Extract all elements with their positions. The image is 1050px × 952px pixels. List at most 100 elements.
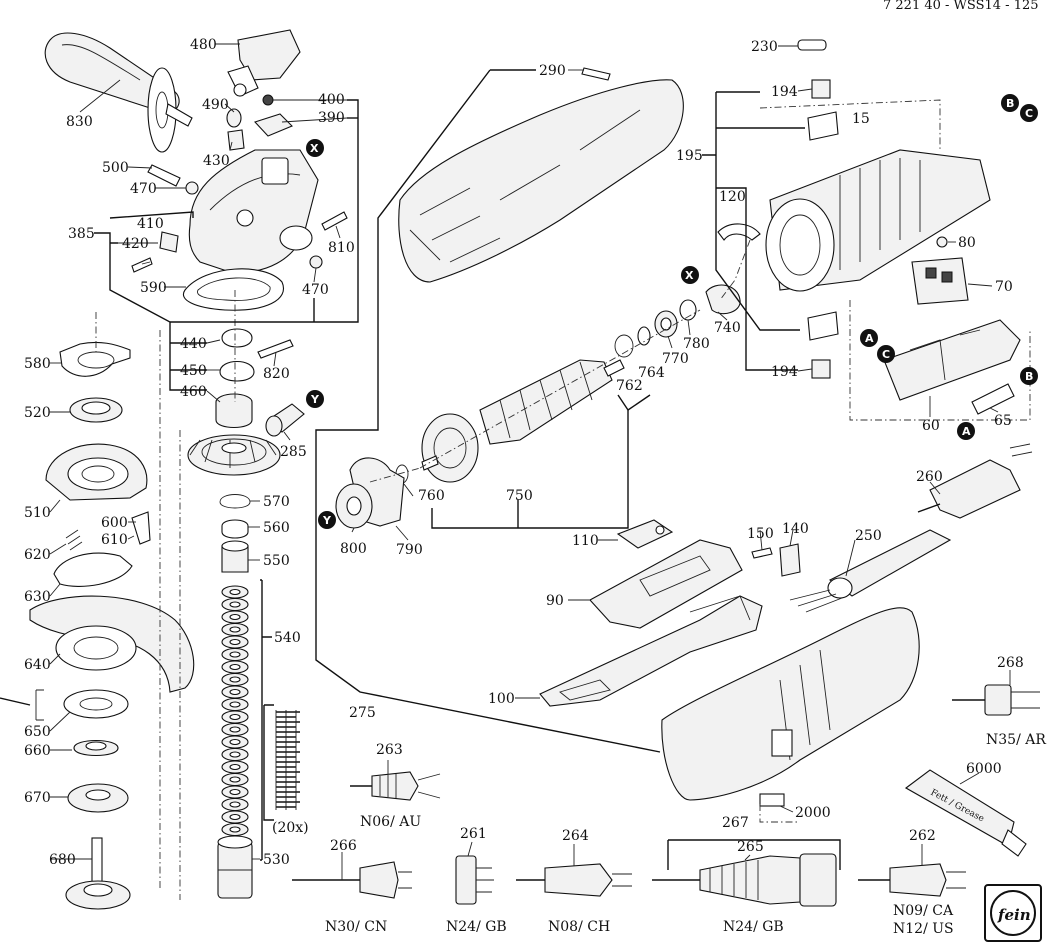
- part-90-cover: [589, 539, 743, 629]
- part-450: [219, 360, 255, 382]
- cable-stub: [0, 697, 31, 706]
- fein-logo: fein: [984, 884, 1042, 942]
- marker-c-1: C: [1020, 104, 1038, 122]
- fein-logo-text: fein: [997, 906, 1031, 924]
- disc-spring-hole: [229, 713, 241, 721]
- part-580: [59, 341, 131, 377]
- label-80: 80: [958, 235, 976, 251]
- part-110: [616, 519, 674, 549]
- label-500: 500: [102, 160, 129, 176]
- label-120: 120: [719, 189, 746, 205]
- part-440: [221, 328, 253, 348]
- part-610: [131, 511, 151, 545]
- segment-block-20x: [275, 710, 300, 810]
- disc-spring-hole: [229, 638, 241, 646]
- part-60-carrier: [883, 319, 1021, 401]
- disc-spring-hole: [229, 813, 241, 821]
- label-65: 65: [994, 413, 1012, 429]
- part-820: [257, 339, 294, 359]
- part-764: [637, 326, 651, 346]
- label-268: 268: [997, 655, 1024, 671]
- marker-c-2: C: [877, 345, 895, 363]
- part-520-bearing: [69, 397, 123, 423]
- label-70: 70: [995, 279, 1013, 295]
- plug-268: [952, 684, 1040, 716]
- label-260: 260: [916, 469, 943, 485]
- part-640-guard: [29, 595, 195, 693]
- centerline-left: [95, 312, 161, 890]
- part-670-flange: [67, 783, 129, 813]
- label-264: 264: [562, 828, 589, 844]
- label-20x: (20x): [272, 820, 309, 836]
- label-670: 670: [24, 790, 51, 806]
- variant-n12us: N12/ US: [893, 921, 954, 937]
- label-780: 780: [683, 336, 710, 352]
- disc-spring-hole: [229, 626, 241, 633]
- part-750-armature: [421, 359, 625, 483]
- label-460: 460: [180, 384, 207, 400]
- marker-a-2: A: [957, 422, 975, 440]
- part-290: [581, 67, 611, 81]
- label-195: 195: [676, 148, 703, 164]
- label-230: 230: [751, 39, 778, 55]
- part-530-spindle: [217, 835, 253, 899]
- variant-n30cn: N30/ CN: [325, 919, 387, 935]
- part-540-spring-stack: [221, 585, 249, 837]
- label-480: 480: [190, 37, 217, 53]
- label-490: 490: [202, 97, 229, 113]
- label-267: 267: [722, 815, 749, 831]
- part-420: [131, 257, 153, 273]
- part-630: [53, 552, 133, 587]
- label-390: 390: [318, 110, 345, 126]
- disc-spring-hole: [229, 751, 241, 758]
- part-770-bearing: [654, 310, 678, 338]
- stator-15: [765, 149, 991, 292]
- part-285-pinion: [265, 403, 305, 437]
- label-764: 764: [638, 365, 665, 381]
- marker-y-1: Y: [306, 390, 324, 408]
- part-460-bearing: [215, 393, 253, 429]
- motor-housing-lower: [661, 607, 920, 801]
- disc-spring-hole: [229, 601, 241, 608]
- part-480: [227, 29, 301, 97]
- label-2000: 2000: [795, 805, 831, 821]
- label-450: 450: [180, 363, 207, 379]
- disc-spring-hole: [229, 651, 241, 658]
- marker-x-1: X: [306, 139, 324, 157]
- part-590: [182, 268, 284, 311]
- variant-n09ca: N09/ CA: [893, 903, 954, 919]
- part-762: [614, 334, 634, 358]
- plug-264: [516, 863, 632, 897]
- part-150: [751, 547, 773, 559]
- plug-263: [350, 771, 441, 801]
- part-194-b: [811, 359, 831, 379]
- part-500: [147, 164, 181, 187]
- label-800: 800: [340, 541, 367, 557]
- part-260-plug: [917, 443, 1033, 519]
- bevel-gear: [187, 434, 281, 476]
- label-520: 520: [24, 405, 51, 421]
- label-660: 660: [24, 743, 51, 759]
- label-194-b: 194: [771, 364, 798, 380]
- svg-text:A: A: [865, 332, 874, 345]
- disc-spring-hole: [229, 788, 241, 796]
- plug-266: [292, 861, 412, 899]
- part-740: [705, 284, 741, 315]
- svg-text:X: X: [685, 269, 694, 282]
- label-770: 770: [662, 351, 689, 367]
- part-470-a: [185, 181, 199, 195]
- label-620: 620: [24, 547, 51, 563]
- label-265: 265: [737, 839, 764, 855]
- label-100: 100: [488, 691, 515, 707]
- marker-y-2: Y: [318, 511, 336, 529]
- part-230: [797, 39, 827, 51]
- marker-b-1: B: [1001, 94, 1019, 112]
- label-263: 263: [376, 742, 403, 758]
- label-762: 762: [616, 378, 643, 394]
- disc-spring-hole: [229, 588, 241, 596]
- part-570: [219, 494, 251, 509]
- label-560: 560: [263, 520, 290, 536]
- label-470-b: 470: [302, 282, 329, 298]
- label-285: 285: [280, 444, 307, 460]
- label-510: 510: [24, 505, 51, 521]
